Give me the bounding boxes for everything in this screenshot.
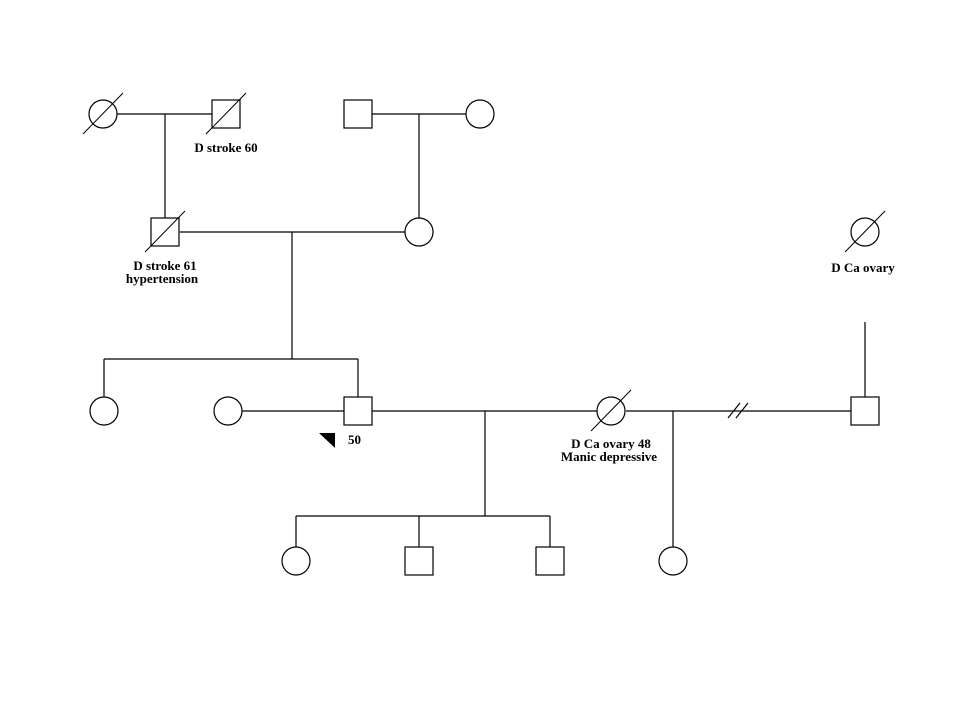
individual-g1-male	[205, 92, 247, 135]
individual-proband	[343, 396, 373, 426]
label-g2-male-line2: hypertension	[126, 271, 199, 286]
individual-g3-sister	[89, 396, 119, 426]
label-g2-male-line1: D stroke 61	[133, 258, 196, 273]
deceased-mark	[144, 210, 186, 253]
individual-g1b-female	[465, 99, 495, 129]
label-g2b-female: D Ca ovary	[831, 260, 895, 275]
deceased-mark	[82, 92, 124, 135]
label-proband-age: 50	[348, 432, 361, 447]
deceased-mark	[205, 92, 247, 135]
label-g3-wife-line2: Manic depressive	[561, 449, 657, 464]
individual-g3-exhusband	[850, 396, 880, 426]
label-g1-male: D stroke 60	[194, 140, 257, 155]
individual-g3-wife	[590, 389, 632, 432]
individual-g4-daughter2	[658, 546, 688, 576]
individual-g2-female	[404, 217, 434, 247]
individual-g1b-male	[343, 99, 373, 129]
individual-g4-son2	[535, 546, 565, 576]
individual-g4-son1	[404, 546, 434, 576]
deceased-mark	[844, 210, 886, 253]
individual-g1-female	[82, 92, 124, 135]
individual-g4-daughter1	[281, 546, 311, 576]
label-g3-wife-line1: D Ca ovary 48	[571, 436, 651, 451]
deceased-mark	[590, 389, 632, 432]
separation-mark-1	[727, 402, 741, 419]
individual-g3-partner	[213, 396, 243, 426]
individual-g2b-female	[844, 210, 886, 253]
proband-arrow-icon	[319, 433, 335, 448]
relationship-lines	[103, 113, 866, 547]
separation-mark-2	[735, 402, 749, 419]
individual-g2-male	[144, 210, 186, 253]
